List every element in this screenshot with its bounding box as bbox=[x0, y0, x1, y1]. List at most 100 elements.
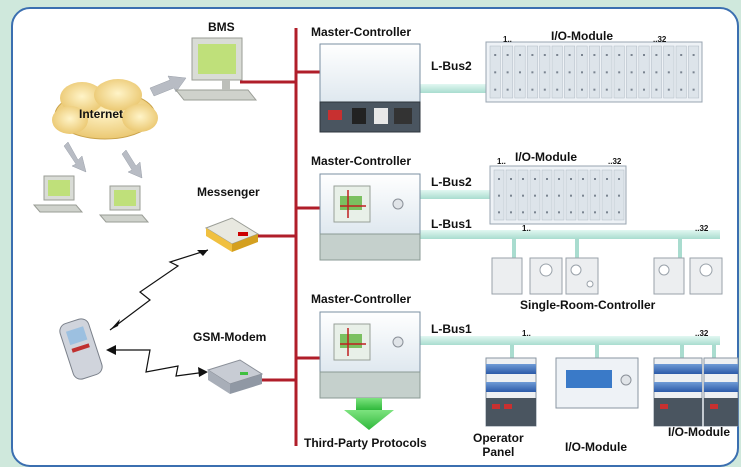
module-slot-led bbox=[605, 71, 608, 74]
io-module-strip-1 bbox=[485, 41, 703, 103]
module-slot-led bbox=[594, 178, 596, 180]
wireless-link-messenger bbox=[109, 249, 209, 331]
module-slot-led bbox=[618, 71, 621, 74]
io-module-right-devices bbox=[653, 357, 739, 427]
module-slot-led bbox=[593, 54, 596, 56]
module-slot-led bbox=[506, 71, 509, 74]
range-start-1: 1.. bbox=[503, 35, 512, 44]
io-module-strip-2 bbox=[489, 165, 627, 225]
range-start-2: 1.. bbox=[497, 157, 506, 166]
single-room-controller-label: Single-Room-Controller bbox=[520, 298, 656, 312]
module-slot-led bbox=[692, 54, 695, 56]
lbus2-label-1: L-Bus2 bbox=[431, 59, 472, 73]
module-slot-led bbox=[546, 194, 548, 197]
module-slot-led bbox=[692, 88, 695, 91]
module-slot-led bbox=[667, 71, 670, 74]
module-slot-led bbox=[546, 211, 548, 214]
master-controller-1-label: Master-Controller bbox=[311, 25, 412, 39]
master-controller-1 bbox=[319, 43, 421, 133]
range-start-4: 1.. bbox=[522, 329, 531, 338]
module-slot-led bbox=[606, 178, 608, 180]
range-start-3: 1.. bbox=[522, 224, 531, 233]
range-end-3: ..32 bbox=[695, 224, 709, 233]
module-slot-led bbox=[558, 211, 560, 214]
messenger-device-icon bbox=[204, 217, 260, 252]
module-slot-led bbox=[667, 88, 670, 91]
module-slot-led bbox=[692, 71, 695, 74]
gsm-modem-icon bbox=[206, 359, 264, 394]
io-module-label-1: I/O-Module bbox=[551, 29, 613, 43]
module-slot-led bbox=[630, 54, 633, 56]
module-slot-led bbox=[568, 54, 571, 56]
module-slot-led bbox=[618, 88, 621, 91]
module-slot-led bbox=[570, 194, 572, 197]
module-slot-led bbox=[543, 54, 546, 56]
module-slot-led bbox=[506, 88, 509, 91]
module-slot-led bbox=[546, 178, 548, 180]
module-slot-led bbox=[534, 194, 536, 197]
lbus2-label-2: L-Bus2 bbox=[431, 175, 472, 189]
module-slot-led bbox=[643, 71, 645, 74]
module-slot-led bbox=[510, 194, 512, 197]
module-slot-led bbox=[519, 71, 521, 74]
module-slot-led bbox=[593, 88, 596, 91]
single-room-controllers bbox=[491, 257, 723, 295]
module-slot-led bbox=[570, 211, 572, 214]
operator-panel-label: Operator Panel bbox=[473, 431, 524, 459]
module-slot-led bbox=[643, 54, 645, 56]
drop-panel bbox=[510, 345, 514, 359]
module-slot-led bbox=[522, 194, 524, 197]
module-slot-led bbox=[510, 211, 512, 214]
module-slot-led bbox=[568, 71, 571, 74]
module-slot-led bbox=[605, 54, 608, 56]
master-controller-2-label: Master-Controller bbox=[311, 154, 412, 168]
drop-src3 bbox=[678, 239, 682, 259]
wireless-link-gsm bbox=[108, 349, 207, 377]
module-slot-led bbox=[494, 71, 497, 74]
messenger-label: Messenger bbox=[197, 185, 260, 199]
range-end-2: ..32 bbox=[608, 157, 622, 166]
drop-io-right2 bbox=[712, 345, 716, 359]
module-slot-led bbox=[534, 178, 536, 180]
module-slot-led bbox=[556, 88, 559, 91]
module-slot-led bbox=[630, 88, 633, 91]
module-slot-led bbox=[582, 211, 584, 214]
module-slot-led bbox=[606, 194, 608, 197]
module-slot-led bbox=[498, 194, 500, 197]
module-slot-led bbox=[498, 211, 500, 214]
lbus2-connector-2 bbox=[420, 190, 490, 199]
drop-src2 bbox=[575, 239, 579, 259]
module-slot-led bbox=[606, 211, 608, 214]
gsm-modem-label: GSM-Modem bbox=[193, 330, 267, 344]
bms-computer-icon bbox=[174, 37, 258, 101]
module-slot-led bbox=[519, 88, 521, 91]
drop-io-right bbox=[680, 345, 684, 359]
module-slot-led bbox=[643, 88, 645, 91]
third-party-protocols-label: Third-Party Protocols bbox=[304, 436, 427, 450]
module-slot-led bbox=[534, 211, 536, 214]
io-module-label-3: I/O-Module bbox=[565, 440, 627, 454]
module-slot-led bbox=[630, 71, 633, 74]
module-slot-led bbox=[655, 54, 658, 56]
module-slot-led bbox=[680, 54, 683, 56]
module-slot-led bbox=[594, 211, 596, 214]
module-slot-led bbox=[582, 194, 584, 197]
module-slot-led bbox=[655, 71, 658, 74]
lbus1-line-1 bbox=[420, 230, 720, 239]
module-slot-led bbox=[510, 178, 512, 180]
master-controller-3-label: Master-Controller bbox=[311, 292, 412, 306]
module-slot-led bbox=[680, 71, 683, 74]
lbus1-line-2 bbox=[420, 336, 720, 345]
internet-cloud bbox=[52, 79, 158, 140]
module-slot-led bbox=[594, 194, 596, 197]
module-slot-led bbox=[531, 88, 534, 91]
module-slot-led bbox=[558, 178, 560, 180]
module-slot-led bbox=[655, 88, 658, 91]
module-slot-led bbox=[667, 54, 670, 56]
module-slot-led bbox=[506, 54, 509, 56]
internet-label: Internet bbox=[79, 107, 124, 121]
module-slot-led bbox=[582, 178, 584, 180]
module-slot-led bbox=[558, 194, 560, 197]
